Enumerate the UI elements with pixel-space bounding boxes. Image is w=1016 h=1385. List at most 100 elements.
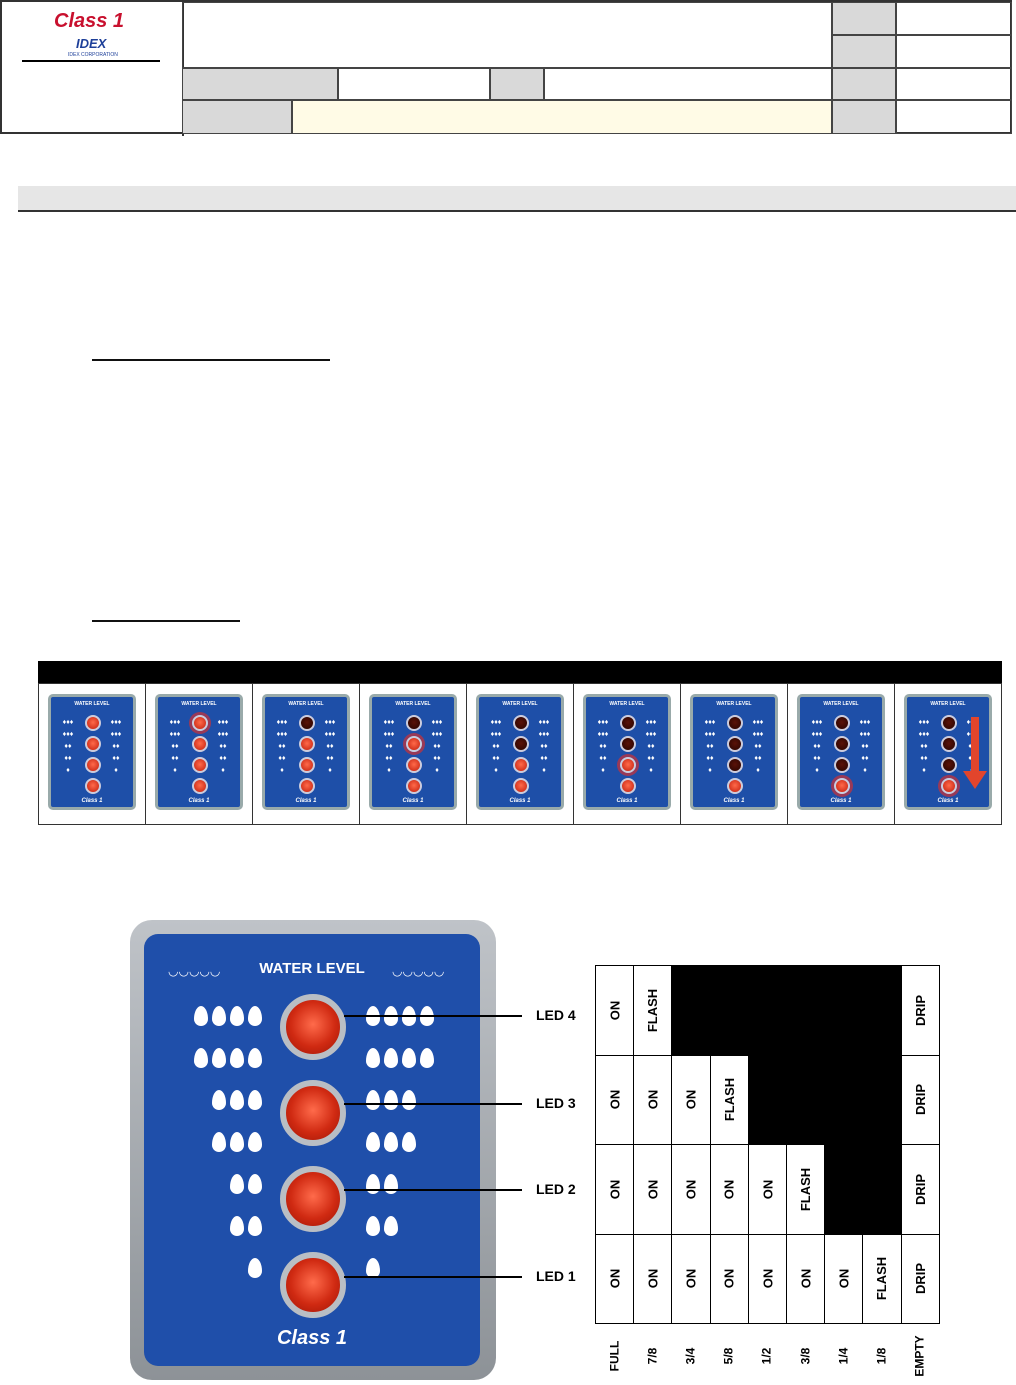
mini-drop-icons: ♦♦♦♦♦♦♦♦♦♦♦ [431,719,443,774]
mini-brand-logo: Class 1 [81,798,103,804]
mini-panel: WATER LEVEL♦♦♦♦♦♦♦♦♦♦♦♦♦♦♦♦♦♦♦♦♦♦Class 1 [690,694,778,810]
mini-led-3 [727,736,743,752]
idex-caption: IDEX CORPORATION [68,52,118,58]
mini-panel: WATER LEVEL♦♦♦♦♦♦♦♦♦♦♦♦♦♦♦♦♦♦♦♦♦♦Class 1 [369,694,457,810]
water-drop-icon [384,1048,398,1068]
mini-drop-icons: ♦♦♦♦♦♦♦♦♦♦♦ [276,719,288,774]
mini-brand-logo: Class 1 [188,798,210,804]
cell-state-text: ON [721,1269,737,1289]
table-cell [862,965,902,1056]
fill-level-label: 1/2 [748,1328,786,1384]
table-cell: ON [747,1144,787,1235]
mini-led-3 [620,736,636,752]
table-cell [747,1054,787,1145]
table-cell [824,1144,864,1235]
fill-level-label: FULL [595,1328,633,1384]
panel-title: WATER LEVEL [259,960,365,977]
mini-panel: WATER LEVEL♦♦♦♦♦♦♦♦♦♦♦♦♦♦♦♦♦♦♦♦♦♦Class 1 [797,694,885,810]
panel-face: ◡◡◡◡◡ WATER LEVEL ◡◡◡◡◡ Class 1 [144,934,480,1366]
table-cell: ON [595,1144,635,1235]
value-cell-6 [292,100,832,134]
fill-level-text: 1/4 [836,1347,851,1365]
mini-panel: WATER LEVEL♦♦♦♦♦♦♦♦♦♦♦♦♦♦♦♦♦♦♦♦♦♦Class 1 [476,694,564,810]
mini-drop-icons: ♦♦♦♦♦♦♦♦♦♦♦ [859,719,871,774]
panel-brand-logo: Class 1 [276,1327,348,1349]
strip-state-7: WATER LEVEL♦♦♦♦♦♦♦♦♦♦♦♦♦♦♦♦♦♦♦♦♦♦Class 1 [681,684,788,824]
mini-panel: WATER LEVEL♦♦♦♦♦♦♦♦♦♦♦♦♦♦♦♦♦♦♦♦♦♦Class 1 [155,694,243,810]
wave-icon-left: ◡◡◡◡◡ [168,964,221,978]
cell-state-text: DRIP [912,1263,928,1295]
label-cell-5 [832,68,896,100]
water-drop-icon [366,1174,380,1194]
document-header: Class 1 IDEX IDEX CORPORATION [0,0,1012,136]
table-cell: ON [671,1054,711,1145]
mini-panel-title: WATER LEVEL [395,701,431,707]
mini-led-4 [834,715,850,731]
logo-cell: Class 1 IDEX IDEX CORPORATION [2,2,184,136]
water-drop-icon [230,1090,244,1110]
cell-state-text: ON [798,1269,814,1289]
led-3-label: LED 3 [536,1095,576,1111]
subheading-underline-2 [92,620,240,622]
water-drop-icon [212,1132,226,1152]
fill-level-text: EMPTY [912,1335,927,1377]
mini-led-3 [192,736,208,752]
strip-state-9: WATER LEVEL♦♦♦♦♦♦♦♦♦♦♦♦♦♦♦♦♦♦♦♦♦♦Class 1 [895,684,1002,824]
cell-state-text: ON [683,1179,699,1200]
strip-state-6: WATER LEVEL♦♦♦♦♦♦♦♦♦♦♦♦♦♦♦♦♦♦♦♦♦♦Class 1 [574,684,681,824]
mini-led-4 [299,715,315,731]
table-cell [824,1054,864,1145]
water-drop-icon [420,1048,434,1068]
mini-panel-title: WATER LEVEL [823,701,859,707]
mini-led-4 [513,715,529,731]
mini-drop-icons: ♦♦♦♦♦♦♦♦♦♦♦ [538,719,550,774]
table-cell: DRIP [900,965,940,1056]
cell-state-text: ON [645,1090,661,1110]
water-drop-icon [366,1090,380,1110]
table-cell [671,965,711,1056]
mini-drop-icons: ♦♦♦♦♦♦♦♦♦♦♦ [490,719,502,774]
mini-led-1 [941,778,957,794]
mini-brand-logo: Class 1 [616,798,638,804]
mini-led-1 [299,778,315,794]
value-cell-2 [896,35,1012,68]
led-2-leader [344,1189,522,1191]
cell-state-text: FLASH [721,1078,737,1122]
label-cell-1 [832,2,896,35]
water-drop-icon [230,1174,244,1194]
mini-led-2 [406,757,422,773]
table-cell: FLASH [786,1144,826,1235]
water-drop-icon [248,1048,262,1068]
table-cell: ON [709,1233,749,1324]
mini-drop-icons: ♦♦♦♦♦♦♦♦♦♦♦ [383,719,395,774]
table-cell: ON [709,1144,749,1235]
strip-state-8: WATER LEVEL♦♦♦♦♦♦♦♦♦♦♦♦♦♦♦♦♦♦♦♦♦♦Class 1 [788,684,895,824]
mini-led-4 [192,715,208,731]
label-cell-3 [182,68,338,100]
mini-drop-icons: ♦♦♦♦♦♦♦♦♦♦♦ [324,719,336,774]
mini-drop-icons: ♦♦♦♦♦♦♦♦♦♦♦ [597,719,609,774]
fill-level-label: 3/8 [786,1328,824,1384]
mini-brand-logo: Class 1 [295,798,317,804]
table-cell: ON [786,1233,826,1324]
table-cell: DRIP [900,1054,940,1145]
label-cell-4 [490,68,544,100]
mini-led-4 [620,715,636,731]
mini-led-1 [513,778,529,794]
mini-panel: WATER LEVEL♦♦♦♦♦♦♦♦♦♦♦♦♦♦♦♦♦♦♦♦♦♦Class 1 [262,694,350,810]
table-cell [709,965,749,1056]
mini-panel-title: WATER LEVEL [930,701,966,707]
fill-level-label: 7/8 [633,1328,671,1384]
wave-icon-right: ◡◡◡◡◡ [392,964,445,978]
mini-brand-logo: Class 1 [723,798,745,804]
table-cell [862,1144,902,1235]
cell-state-text: DRIP [912,994,928,1026]
mini-led-3 [834,736,850,752]
mini-panel-title: WATER LEVEL [502,701,538,707]
water-drop-icon [212,1048,226,1068]
fill-level-text: 5/8 [721,1347,736,1365]
led-3-leader [344,1103,522,1105]
section-heading-bar [18,186,1016,212]
mini-led-2 [85,757,101,773]
